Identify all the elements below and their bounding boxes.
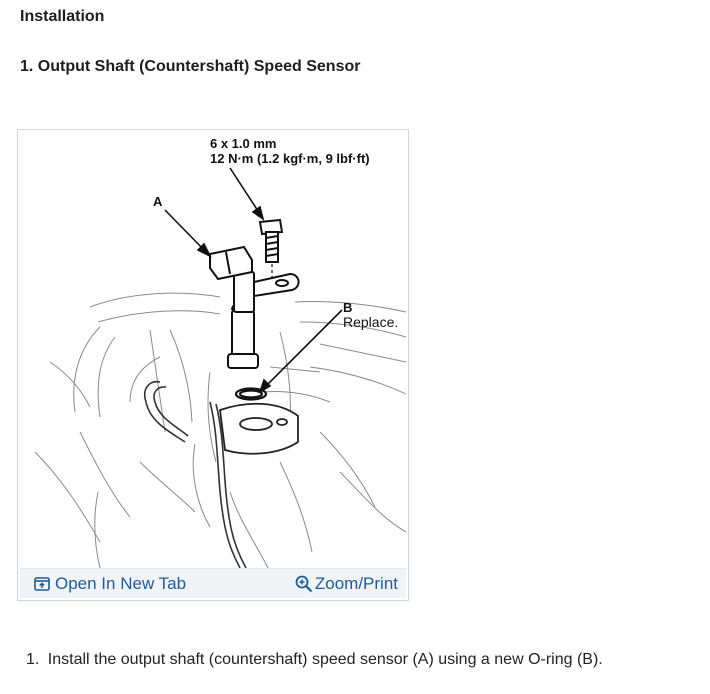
magnifier-plus-icon xyxy=(295,575,313,593)
open-in-new-tab-icon xyxy=(34,577,50,591)
instruction-number: 1. xyxy=(26,651,40,668)
open-in-new-tab-label: Open In New Tab xyxy=(55,574,187,593)
label-a: A xyxy=(153,194,163,209)
instruction-text: Install the output shaft (countershaft) … xyxy=(47,651,603,668)
sensor-diagram[interactable]: 6 x 1.0 mm 12 N·m (1.2 kgf·m, 9 lbf·ft) … xyxy=(20,132,406,568)
figure-toolbar: Open In New Tab Zoom/Print xyxy=(20,568,406,598)
instruction-step: 1. Install the output shaft (countershaf… xyxy=(26,651,603,669)
step-title: 1. Output Shaft (Countershaft) Speed Sen… xyxy=(20,58,361,75)
zoom-print-label: Zoom/Print xyxy=(314,574,398,593)
figure-card: 6 x 1.0 mm 12 N·m (1.2 kgf·m, 9 lbf·ft) … xyxy=(17,129,409,601)
label-b: B xyxy=(343,300,352,315)
zoom-print-link[interactable]: Zoom/Print xyxy=(295,574,398,594)
label-replace: Replace. xyxy=(343,314,398,330)
spec-thread-size: 6 x 1.0 mm xyxy=(210,136,277,151)
open-in-new-tab-link[interactable]: Open In New Tab xyxy=(34,574,186,594)
section-title: Installation xyxy=(20,8,105,25)
spec-torque: 12 N·m (1.2 kgf·m, 9 lbf·ft) xyxy=(210,151,370,166)
